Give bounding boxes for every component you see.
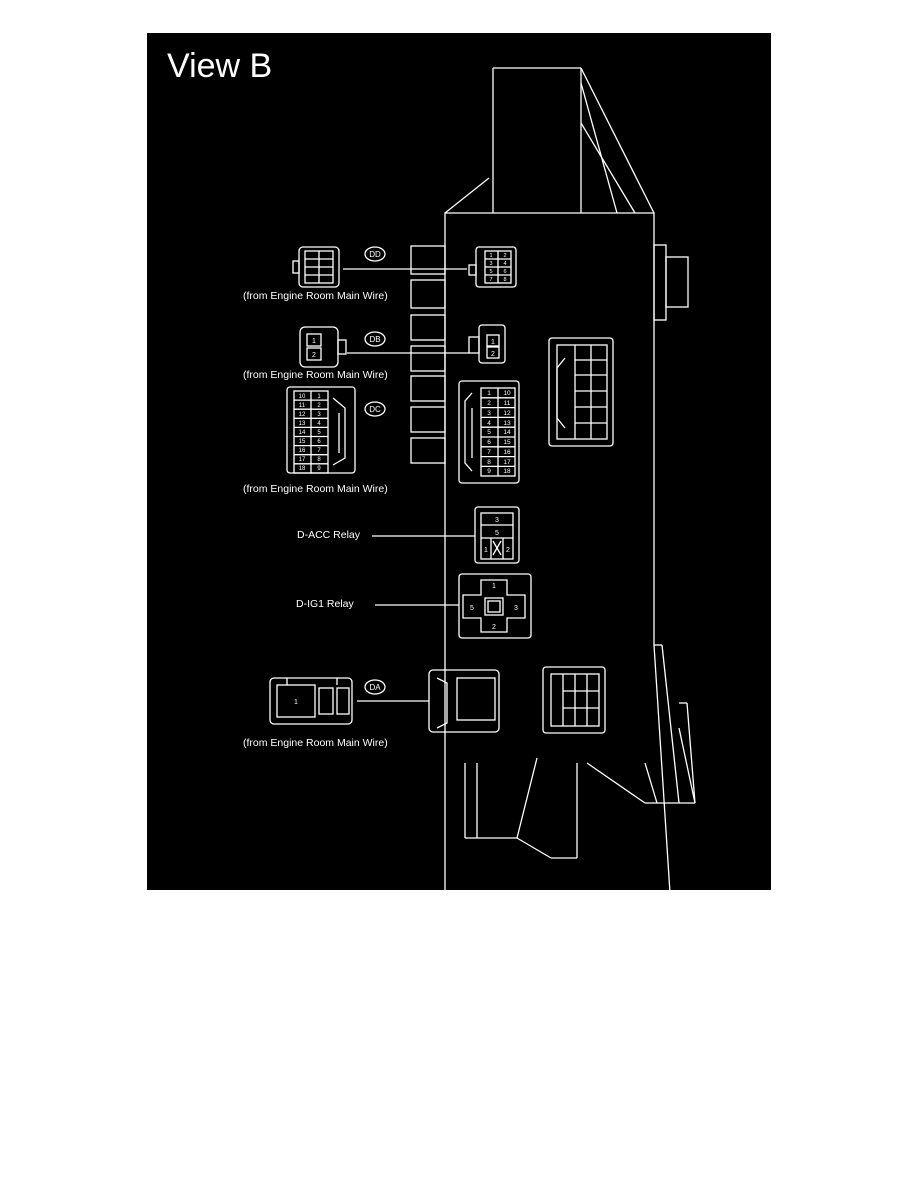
dc-pin-l1: 11 bbox=[299, 403, 306, 409]
badge-da-text: DA bbox=[369, 683, 381, 692]
junction-block-diagram: DD DB DC DA 1 2 1 2 10 11 12 13 14 15 16… bbox=[147, 33, 771, 890]
acc-pin-5: 5 bbox=[495, 530, 499, 537]
jb-dc-pin-l7: 8 bbox=[487, 459, 491, 466]
dc-pin-r8: 9 bbox=[317, 466, 321, 472]
relay-socket-ig1 bbox=[458, 573, 532, 639]
jb-dd-pin-2: 3 bbox=[489, 261, 492, 267]
dc-pin-l5: 15 bbox=[299, 439, 306, 445]
acc-pin-1: 1 bbox=[484, 547, 488, 554]
junction-block-body bbox=[444, 67, 696, 890]
jb-dc-pin-r2: 12 bbox=[503, 410, 511, 417]
dc-pin-l0: 10 bbox=[299, 394, 306, 400]
db-source-label: (from Engine Room Main Wire) bbox=[243, 369, 388, 381]
jb-dc-pin-l1: 2 bbox=[487, 400, 491, 407]
jb-dd-pin-3: 4 bbox=[503, 261, 506, 267]
jb-dc-pin-r4: 14 bbox=[503, 429, 511, 436]
jb-dc-pin-l2: 3 bbox=[487, 410, 491, 417]
dc-pin-r5: 6 bbox=[317, 439, 321, 445]
jb-dc-pin-r7: 17 bbox=[503, 459, 511, 466]
jb-dd-pin-6: 7 bbox=[489, 277, 492, 283]
jb-dc-pin-r3: 13 bbox=[503, 420, 511, 427]
jb-dd-pin-7: 8 bbox=[503, 277, 506, 283]
dc-pin-l2: 12 bbox=[299, 412, 306, 418]
badge-dd bbox=[364, 246, 386, 262]
jb-dc-pin-r1: 11 bbox=[504, 400, 511, 407]
dc-pin-l4: 14 bbox=[299, 430, 306, 436]
connector-dc bbox=[286, 386, 356, 474]
jb-socket-dc bbox=[458, 380, 520, 484]
dc-pin-r7: 8 bbox=[317, 457, 321, 463]
jb-dc-pin-r0: 10 bbox=[503, 390, 511, 397]
relay-acc-label: D-ACC Relay bbox=[297, 529, 361, 541]
jb-socket-right-upper bbox=[548, 337, 614, 447]
jb-dc-pin-l8: 9 bbox=[487, 468, 491, 475]
ig1-pin-2: 2 bbox=[492, 624, 496, 631]
jb-db-pin-1: 1 bbox=[491, 339, 495, 346]
jb-dc-pin-l3: 4 bbox=[487, 420, 491, 427]
jb-dd-pin-1: 2 bbox=[503, 253, 506, 259]
jb-dd-pin-4: 5 bbox=[489, 269, 492, 275]
jb-socket-right-lower bbox=[542, 666, 606, 734]
jb-socket-dd bbox=[468, 246, 517, 288]
connector-db bbox=[299, 326, 347, 368]
relay-socket-acc bbox=[474, 506, 520, 564]
dc-pin-l7: 17 bbox=[299, 457, 306, 463]
badge-da bbox=[364, 679, 386, 695]
db-pin-1: 1 bbox=[312, 338, 316, 345]
jb-dc-pin-r5: 15 bbox=[503, 439, 511, 446]
view-title: View B bbox=[167, 47, 273, 85]
acc-pin-2: 2 bbox=[506, 547, 510, 554]
dc-pin-r1: 2 bbox=[317, 403, 321, 409]
relay-ig1-label: D-IG1 Relay bbox=[296, 598, 354, 610]
dc-pin-l3: 13 bbox=[299, 421, 306, 427]
badge-db-text: DB bbox=[369, 335, 380, 344]
connector-dd bbox=[292, 246, 340, 288]
dc-pin-r0: 1 bbox=[317, 394, 321, 400]
ig1-pin-5: 5 bbox=[470, 605, 474, 612]
da-pin-1: 1 bbox=[294, 699, 298, 706]
dc-pin-r2: 3 bbox=[317, 412, 321, 418]
dc-pin-l8: 18 bbox=[299, 466, 306, 472]
jb-socket-db bbox=[468, 324, 506, 364]
connector-da bbox=[269, 677, 353, 725]
jb-dc-pin-r6: 16 bbox=[503, 449, 511, 456]
code-badges bbox=[364, 246, 386, 695]
diagram-drawing: DD DB DC DA 1 2 1 2 10 11 12 13 14 15 16… bbox=[269, 67, 696, 890]
leader-lines bbox=[343, 268, 475, 702]
badge-db bbox=[364, 331, 386, 347]
dc-pin-r6: 7 bbox=[317, 448, 321, 454]
dd-source-label: (from Engine Room Main Wire) bbox=[243, 290, 388, 302]
badge-dc-text: DC bbox=[369, 405, 381, 414]
dc-pin-l6: 16 bbox=[299, 448, 306, 454]
jb-dd-pin-0: 1 bbox=[489, 253, 492, 259]
jb-dd-pin-5: 6 bbox=[503, 269, 506, 275]
jb-dc-pin-l4: 5 bbox=[487, 429, 491, 436]
dc-pin-r4: 5 bbox=[317, 430, 321, 436]
ig1-pin-3: 3 bbox=[514, 605, 518, 612]
jb-db-pin-2: 2 bbox=[491, 351, 495, 358]
dc-source-label: (from Engine Room Main Wire) bbox=[243, 483, 388, 495]
ig1-pin-1: 1 bbox=[492, 583, 496, 590]
acc-pin-3: 3 bbox=[495, 517, 499, 524]
jb-dc-pin-l0: 1 bbox=[487, 390, 491, 397]
da-source-label: (from Engine Room Main Wire) bbox=[243, 737, 388, 749]
badge-dd-text: DD bbox=[369, 250, 381, 259]
left-tabs bbox=[410, 245, 446, 464]
jb-dc-pin-r8: 18 bbox=[503, 468, 511, 475]
db-pin-2: 2 bbox=[312, 352, 316, 359]
jb-socket-da bbox=[428, 669, 500, 733]
badge-dc bbox=[364, 401, 386, 417]
dc-pin-r3: 4 bbox=[317, 421, 321, 427]
jb-dc-pin-l5: 6 bbox=[487, 439, 491, 446]
jb-dc-pin-l6: 7 bbox=[487, 449, 491, 456]
